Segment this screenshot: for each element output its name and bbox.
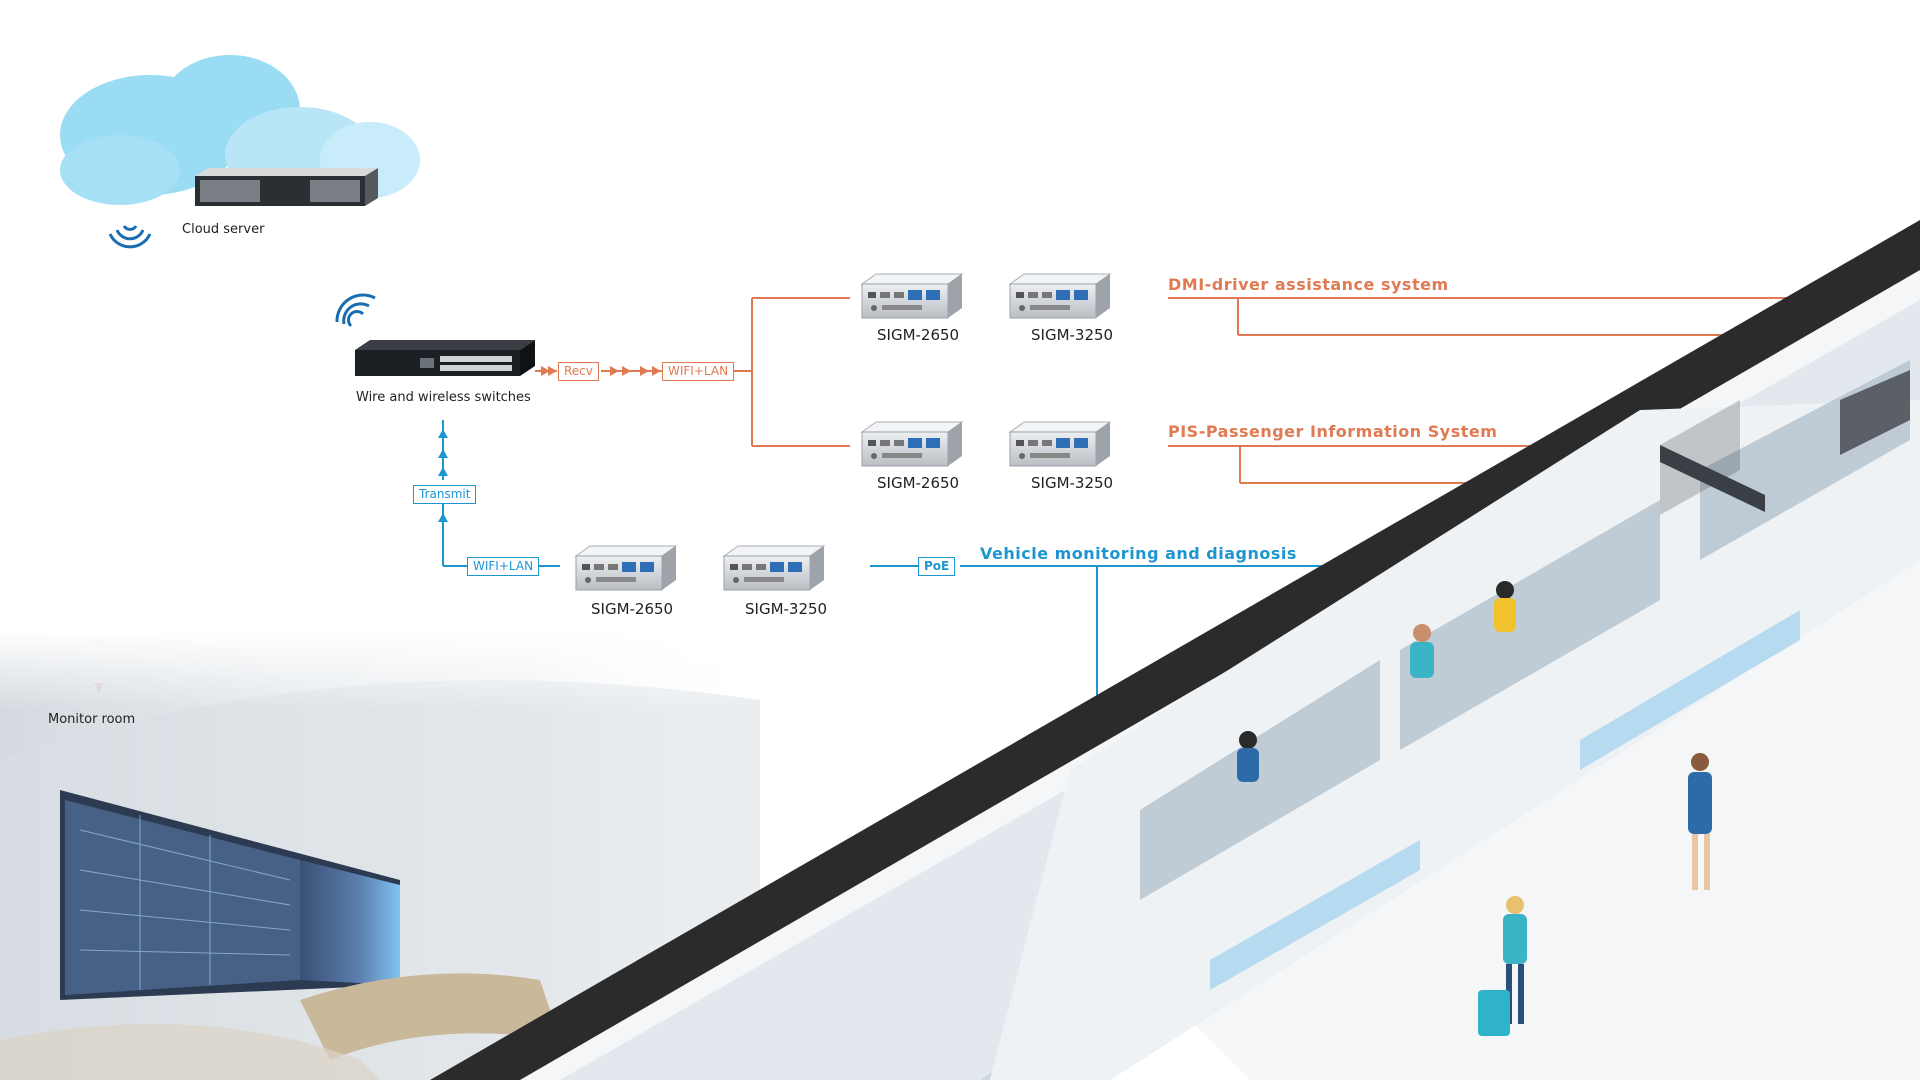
network-switch-icon: [355, 340, 535, 376]
device-label-dmi-b: SIGM-3250: [1031, 326, 1114, 344]
passenger-figures: [1237, 581, 1712, 1036]
cloud-server-icon: [195, 168, 378, 206]
cloud-server-label: Cloud server: [182, 222, 265, 237]
wifi-icon: [108, 225, 152, 249]
device-sigm-3250-pis: [1009, 421, 1111, 467]
device-sigm-2650-vehicle: [575, 545, 677, 591]
transmit-tag: Transmit: [413, 485, 477, 504]
device-label-vehicle-b: SIGM-3250: [745, 600, 828, 618]
pis-system-label: PIS-Passenger Information System: [1168, 422, 1498, 441]
train-signs: [1660, 445, 1765, 512]
device-sigm-3250-vehicle: [723, 545, 825, 591]
device-label-pis-a: SIGM-2650: [877, 474, 960, 492]
wifi-lan-bottom-tag: WIFI+LAN: [467, 557, 540, 576]
switch-label: Wire and wireless switches: [356, 390, 531, 405]
poe-tag: PoE: [918, 557, 956, 576]
device-sigm-3250-dmi: [1009, 273, 1111, 319]
device-label-vehicle-a: SIGM-2650: [591, 600, 674, 618]
vehicle-system-label: Vehicle monitoring and diagnosis: [980, 544, 1297, 563]
device-sigm-2650-pis: [861, 421, 963, 467]
train-illustration: [430, 220, 1920, 1080]
dmi-system-label: DMI-driver assistance system: [1168, 275, 1449, 294]
wifi-lan-top-tag: WIFI+LAN: [662, 362, 735, 381]
device-label-pis-b: SIGM-3250: [1031, 474, 1114, 492]
device-sigm-2650-dmi: [861, 273, 963, 319]
recv-tag: Recv: [558, 362, 599, 381]
device-label-dmi-a: SIGM-2650: [877, 326, 960, 344]
monitor-room-label: Monitor room: [48, 712, 136, 727]
wifi-icon: [335, 293, 376, 328]
